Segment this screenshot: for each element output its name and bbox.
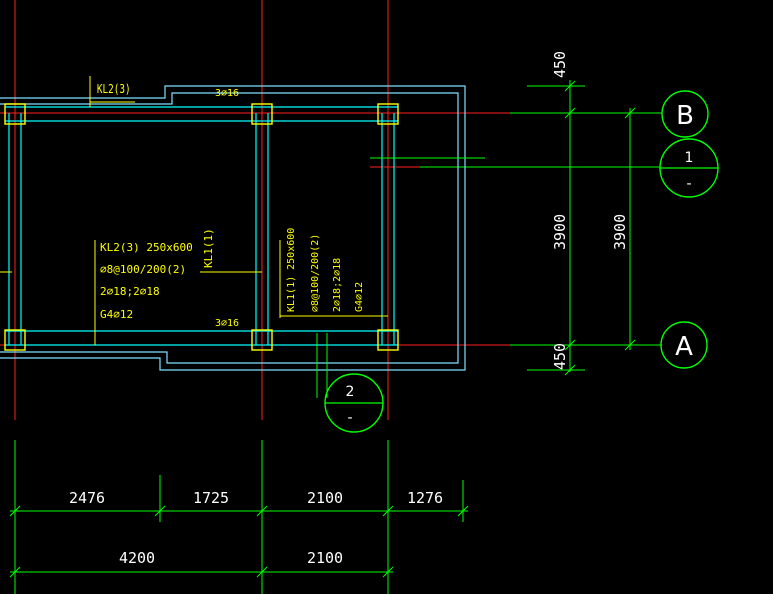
section-bubble-1-number: 1 <box>685 150 694 166</box>
hdim-row2-slash-3 <box>382 566 394 578</box>
vertical-dimensions <box>527 80 640 376</box>
kl2-block-line-3: 2⌀18;2⌀18 <box>100 285 160 298</box>
axis-bubble-a: A <box>660 321 708 369</box>
hdim-text-5: 4200 <box>119 549 155 567</box>
vdim-text-middle: 3900 <box>551 214 569 250</box>
column-b1 <box>4 103 26 125</box>
kl2-top-label: KL2(3) <box>97 82 131 97</box>
vdim-text-inner: 3900 <box>611 214 629 250</box>
section-bubble-1-sub: - <box>686 176 691 192</box>
axis-bubble-a-label: A <box>675 332 693 362</box>
axis-bubble-b-circle <box>661 90 709 138</box>
section-cuts <box>316 157 485 398</box>
kl1-block-line-3: 2⌀18;2⌀18 <box>332 258 343 312</box>
beam-annotations: KL2(3) 3⌀16 KL2(3) 250x600 ⌀8@100/200(2)… <box>97 82 365 329</box>
section-bubble-1: 1 - <box>659 138 719 198</box>
axis-lines <box>0 0 510 420</box>
kl1-block-line-4: G4⌀12 <box>354 282 365 312</box>
kl1-vertical-label: KL1(1) <box>202 228 215 268</box>
top-rebar-label: 3⌀16 <box>215 88 239 99</box>
hdim-row2-slash-1 <box>9 566 21 578</box>
axis-bubble-a-circle <box>660 321 708 369</box>
bottom-rebar-label: 3⌀16 <box>215 318 239 329</box>
hdim-row1-slash-3 <box>256 505 268 517</box>
wall-outline <box>0 85 466 371</box>
column-a2 <box>251 329 273 351</box>
kl2-block-line-2: ⌀8@100/200(2) <box>100 263 186 276</box>
section-bubble-2-sub: - <box>347 410 352 426</box>
section-bubble-2: 2 - <box>324 373 384 433</box>
axis-bubble-b-label: B <box>676 101 694 131</box>
hdim-text-1: 2476 <box>69 489 105 507</box>
hdim-text-6: 2100 <box>307 549 343 567</box>
vdim-slash-3 <box>564 339 576 351</box>
vdim-inner-slash-1 <box>624 107 636 119</box>
vdim-slash-2 <box>564 107 576 119</box>
leader-lines <box>0 76 388 345</box>
section-bubble-2-number: 2 <box>346 384 355 400</box>
vdim-text-bottom: 450 <box>551 343 569 370</box>
hdim-text-4: 1276 <box>407 489 443 507</box>
column-a1 <box>4 329 26 351</box>
beams <box>5 106 398 346</box>
hdim-row1-slash-4 <box>382 505 394 517</box>
horizontal-dimensions <box>9 475 469 578</box>
column-b2 <box>251 103 273 125</box>
hdim-text-3: 2100 <box>307 489 343 507</box>
hdim-row1-slash-5 <box>457 505 469 517</box>
vdim-slash-1 <box>564 80 576 92</box>
hdim-row1-slash-2 <box>154 505 166 517</box>
column-a3 <box>377 329 399 351</box>
wall-outer-line <box>0 85 466 371</box>
wall-inner-line <box>0 92 459 364</box>
kl2-block-line-4: G4⌀12 <box>100 308 133 321</box>
vdim-inner-slash-2 <box>624 339 636 351</box>
columns <box>4 103 399 351</box>
column-b3 <box>377 103 399 125</box>
kl2-block-line-1: KL2(3) 250x600 <box>100 241 193 254</box>
kl1-block-line-1: KL1(1) 250x600 <box>286 228 297 312</box>
hdim-text-2: 1725 <box>193 489 229 507</box>
hdim-row1-slash-1 <box>9 505 21 517</box>
vdim-slash-4 <box>564 364 576 376</box>
vertical-dimension-text: 450 3900 450 3900 <box>551 51 629 370</box>
horizontal-dimension-text: 2476 1725 2100 1276 4200 2100 <box>69 489 443 567</box>
kl1-block-line-2: ⌀8@100/200(2) <box>310 234 321 312</box>
axis-bubble-b: B <box>661 90 709 138</box>
vdim-text-top: 450 <box>551 51 569 78</box>
hdim-row2-slash-2 <box>256 566 268 578</box>
